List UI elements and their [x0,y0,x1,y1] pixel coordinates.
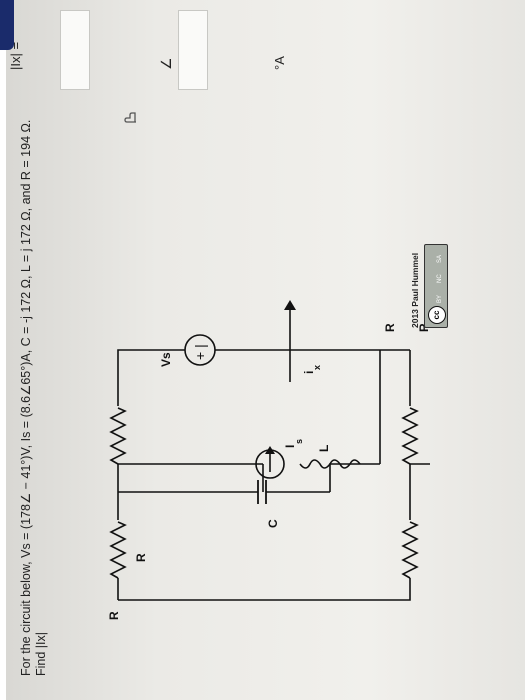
resistor-top [109,407,127,465]
answer-angle-input[interactable] [178,10,208,90]
wire-bottom [329,463,380,492]
wire-bottom-left [320,578,411,601]
cc-license-badge: cc BY NC SA [424,244,448,328]
resistor-bottom-left [401,521,419,579]
answer-magnitude-input[interactable] [60,10,90,90]
answer-unit: °A [272,56,287,70]
vs-label: Vs [159,352,173,367]
ix-arrow-head [284,300,296,310]
ix-label: i [302,371,316,374]
is-sub: s [294,439,304,444]
c-label: C [266,519,280,528]
l-label: L [317,445,331,452]
r-top-label: R [134,553,148,562]
resistor-left [109,521,127,579]
resistor-bottom-right [401,407,419,465]
hand-pointer-icon[interactable] [120,110,138,128]
sa-icon: SA [437,254,443,263]
inductor-coil [299,459,361,469]
by-icon: BY [437,294,443,303]
cc-icon: cc [428,306,446,324]
r-left-label: R [107,611,121,620]
wire-bottom-mid [409,463,430,520]
r-bottom-label: R [383,323,397,332]
wire-top-right [117,349,185,406]
is-arrow-head [265,446,275,454]
voltage-source-circle [184,334,216,366]
ix-sub: x [312,365,322,370]
is-label: I [283,445,297,448]
answer-label: |Ix| = [8,41,23,70]
nc-icon: NC [437,274,443,283]
credit-author: 2013 Paul Hummel [410,252,420,328]
vs-symbol: + | [192,344,208,360]
answer-angle-symbol: ∠ [158,57,174,70]
